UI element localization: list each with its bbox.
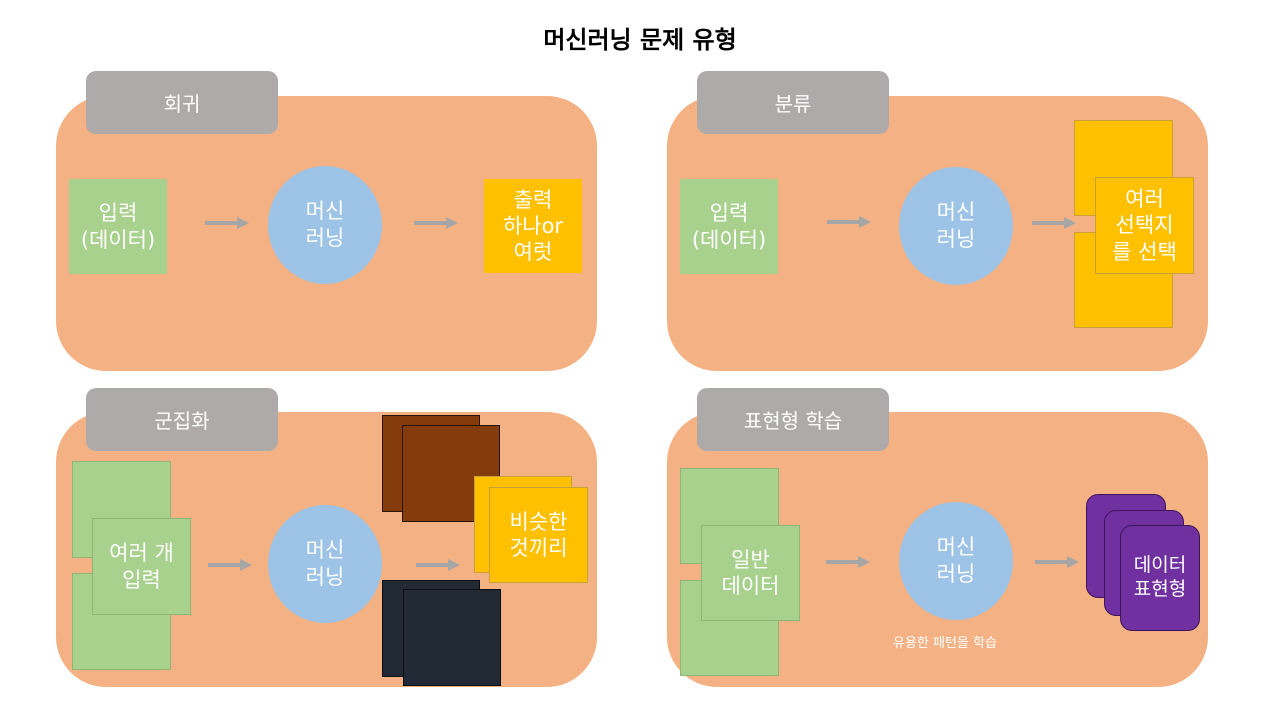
representation-arrow-2 xyxy=(1035,556,1079,568)
classification-machine: 머신 러닝 xyxy=(899,167,1013,285)
classification-arrow-2 xyxy=(1032,217,1076,229)
representation-note: 유용한 패턴을 학습 xyxy=(893,636,997,651)
classification-output: 여러 선택지 를 선택 xyxy=(1095,177,1194,274)
representation-arrow-1 xyxy=(826,556,870,568)
clustering-input: 여러 개 입력 xyxy=(92,518,191,615)
cluster-navy-square xyxy=(403,589,501,686)
classification-tab: 분류 xyxy=(697,71,889,134)
clustering-output: 비슷한 것끼리 xyxy=(489,487,588,583)
regression-arrow-2 xyxy=(414,217,458,229)
page-title: 머신러닝 문제 유형 xyxy=(543,26,737,54)
classification-input: 입력 (데이터) xyxy=(680,179,778,274)
representation-machine: 머신 러닝 xyxy=(899,502,1013,620)
representation-output: 데이터 표현형 xyxy=(1120,525,1200,631)
representation-input: 일반 데이터 xyxy=(701,525,800,621)
clustering-arrow-2 xyxy=(416,559,460,571)
classification-arrow-1 xyxy=(827,216,871,228)
regression-input: 입력 (데이터) xyxy=(69,179,167,274)
regression-output: 출력 하나or 여럿 xyxy=(484,179,582,273)
clustering-arrow-1 xyxy=(208,559,252,571)
regression-tab: 회귀 xyxy=(86,71,278,134)
representation-tab: 표현형 학습 xyxy=(697,388,889,451)
regression-machine: 머신 러닝 xyxy=(268,166,382,284)
clustering-tab: 군집화 xyxy=(86,388,278,451)
clustering-machine: 머신 러닝 xyxy=(268,505,382,623)
regression-arrow-1 xyxy=(205,217,249,229)
